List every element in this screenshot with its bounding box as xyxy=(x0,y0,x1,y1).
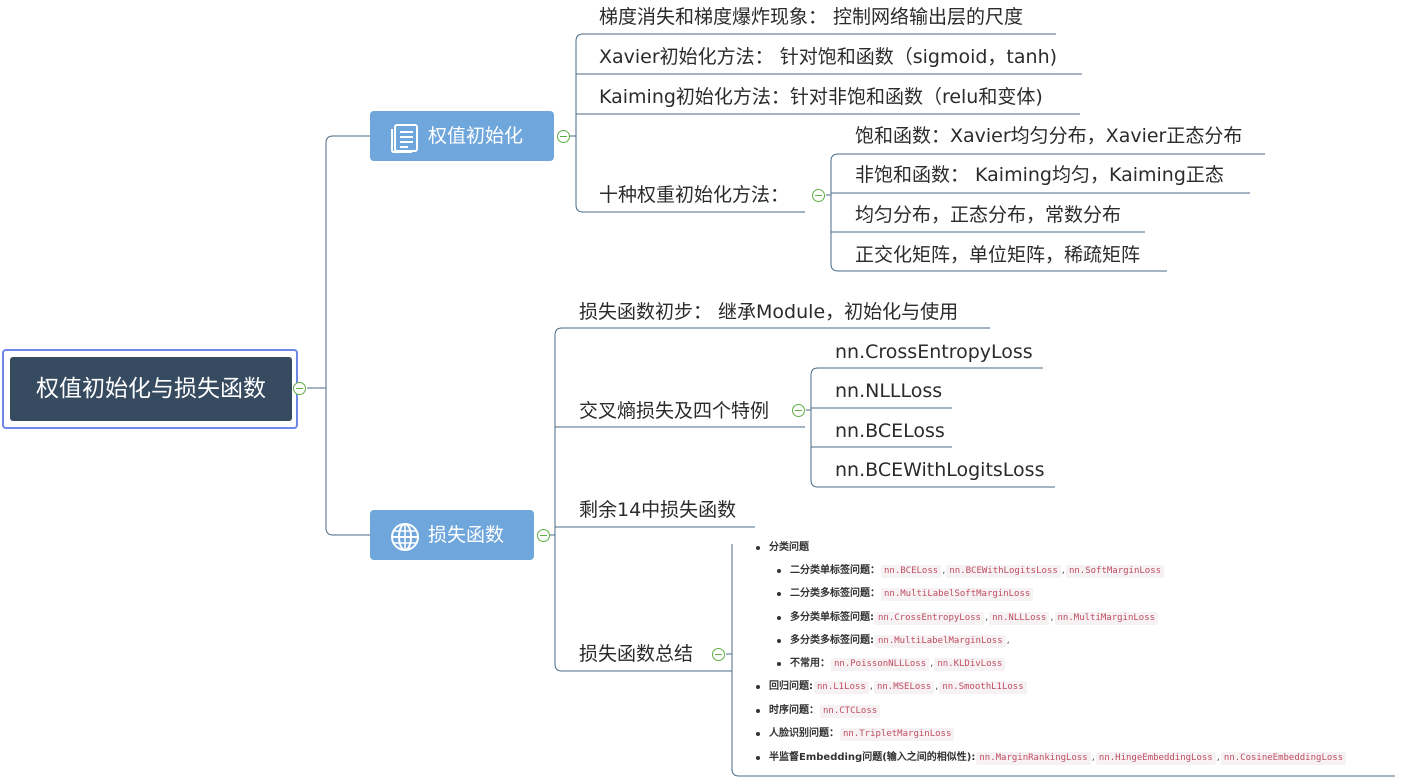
node-gradient-vanishing[interactable]: 梯度消失和梯度爆炸现象： 控制网络输出层的尺度 xyxy=(599,6,1024,28)
topic-label: 权值初始化 xyxy=(428,125,524,147)
loss-code-tag: nn.MSELoss xyxy=(873,681,935,694)
node-kaiming-init[interactable]: Kaiming初始化方法：针对非饱和函数（relu和变体) xyxy=(599,86,1043,108)
loss-code-tag: nn.TripletMarginLoss xyxy=(840,728,955,741)
ten-init-methods-toggle[interactable] xyxy=(812,189,825,202)
loss-code-tag: nn.BCEWithLogitsLoss xyxy=(946,565,1061,578)
node-saturating-functions[interactable]: 饱和函数：Xavier均匀分布，Xavier正态分布 xyxy=(855,125,1243,147)
root-collapse-toggle[interactable] xyxy=(293,382,306,395)
summary-item-label: 回归问题:nn.L1Loss,nn.MSELoss,nn.SmoothL1Los… xyxy=(769,680,1028,694)
summary-item-label: 时序问题：nn.CTCLoss xyxy=(769,704,881,718)
bullet-icon xyxy=(756,756,760,760)
node-loss-summary[interactable]: 损失函数总结 xyxy=(579,643,694,665)
bullet-icon xyxy=(756,709,760,713)
node-bce-with-logits-loss[interactable]: nn.BCEWithLogitsLoss xyxy=(835,459,1045,481)
globe-icon xyxy=(390,521,420,551)
loss-code-tag: nn.HingeEmbeddingLoss xyxy=(1095,752,1216,765)
bullet-icon xyxy=(777,569,781,573)
loss-code-tag: nn.MultiLabelMarginLoss xyxy=(875,635,1006,648)
loss-code-tag: nn.KLDivLoss xyxy=(934,658,1006,671)
bullet-icon xyxy=(756,685,760,689)
topic-weight-init[interactable]: 权值初始化 xyxy=(370,111,554,161)
node-remaining-14-losses[interactable]: 剩余14中损失函数 xyxy=(579,499,737,521)
root-node-frame[interactable]: 权值初始化与损失函数 xyxy=(2,349,298,429)
summary-item-label: 二分类多标签问题：nn.MultiLabelSoftMarginLoss xyxy=(790,587,1034,601)
cross-entropy-toggle[interactable] xyxy=(792,404,805,417)
node-nll-loss[interactable]: nn.NLLLoss xyxy=(835,380,943,402)
node-cross-entropy-loss[interactable]: nn.CrossEntropyLoss xyxy=(835,341,1033,363)
bullet-icon xyxy=(777,592,781,596)
bullet-icon xyxy=(777,639,781,643)
summary-item-label: 半监督Embedding问题(输入之间的相似性):nn.MarginRankin… xyxy=(769,751,1347,765)
topic-loss-functions-toggle[interactable] xyxy=(537,529,550,542)
bullet-icon xyxy=(756,546,760,550)
node-cross-entropy[interactable]: 交叉熵损失及四个特例 xyxy=(579,400,770,422)
node-loss-basics[interactable]: 损失函数初步： 继承Module，初始化与使用 xyxy=(579,301,959,323)
loss-code-tag: nn.CTCLoss xyxy=(820,705,881,718)
node-non-saturating-functions[interactable]: 非饱和函数： Kaiming均匀，Kaiming正态 xyxy=(855,164,1224,186)
loss-code-tag: nn.BCELoss xyxy=(881,565,942,578)
root-node[interactable]: 权值初始化与损失函数 xyxy=(10,357,292,421)
loss-code-tag: nn.CrossEntropyLoss xyxy=(875,612,984,625)
loss-code-tag: nn.CosineEmbeddingLoss xyxy=(1220,752,1347,765)
topic-label: 损失函数 xyxy=(428,524,505,546)
loss-code-tag: nn.MultiLabelSoftMarginLoss xyxy=(881,588,1034,601)
loss-code-tag: nn.SoftMarginLoss xyxy=(1065,565,1165,578)
summary-item-label: 多分类单标签问题:nn.CrossEntropyLoss,nn.NLLLoss,… xyxy=(790,611,1159,625)
summary-item-label: 分类问题 xyxy=(769,542,809,553)
node-bce-loss[interactable]: nn.BCELoss xyxy=(835,420,945,442)
summary-item-label: 人脸识别问题：nn.TripletMarginLoss xyxy=(769,727,955,741)
loss-code-tag: nn.SmoothL1Loss xyxy=(939,681,1027,694)
loss-code-tag: nn.PoissonNLLLoss xyxy=(831,658,930,671)
node-ten-init-methods[interactable]: 十种权重初始化方法： xyxy=(599,184,790,206)
node-distributions[interactable]: 均匀分布，正态分布，常数分布 xyxy=(855,204,1122,226)
bullet-icon xyxy=(777,616,781,620)
summary-item-label: 二分类单标签问题：nn.BCELoss,nn.BCEWithLogitsLoss… xyxy=(790,564,1165,578)
topic-weight-init-toggle[interactable] xyxy=(557,130,570,143)
bullet-icon xyxy=(756,732,760,736)
topic-loss-functions[interactable]: 损失函数 xyxy=(370,510,534,560)
node-xavier-init[interactable]: Xavier初始化方法： 针对饱和函数（sigmoid，tanh) xyxy=(599,46,1058,68)
loss-code-tag: nn.NLLLoss xyxy=(989,612,1050,625)
loss-summary-toggle[interactable] xyxy=(712,648,725,661)
summary-item-label: 不常用：nn.PoissonNLLLoss,nn.KLDivLoss xyxy=(790,657,1006,671)
summary-item-label: 多分类多标签问题:nn.MultiLabelMarginLoss, xyxy=(790,635,1010,648)
bullet-icon xyxy=(777,662,781,666)
loss-code-tag: nn.L1Loss xyxy=(814,681,869,694)
loss-code-tag: nn.MarginRankingLoss xyxy=(976,752,1091,765)
document-list-icon xyxy=(390,122,420,153)
loss-code-tag: nn.MultiMarginLoss xyxy=(1054,612,1159,625)
node-matrices[interactable]: 正交化矩阵，单位矩阵，稀疏矩阵 xyxy=(855,244,1141,266)
